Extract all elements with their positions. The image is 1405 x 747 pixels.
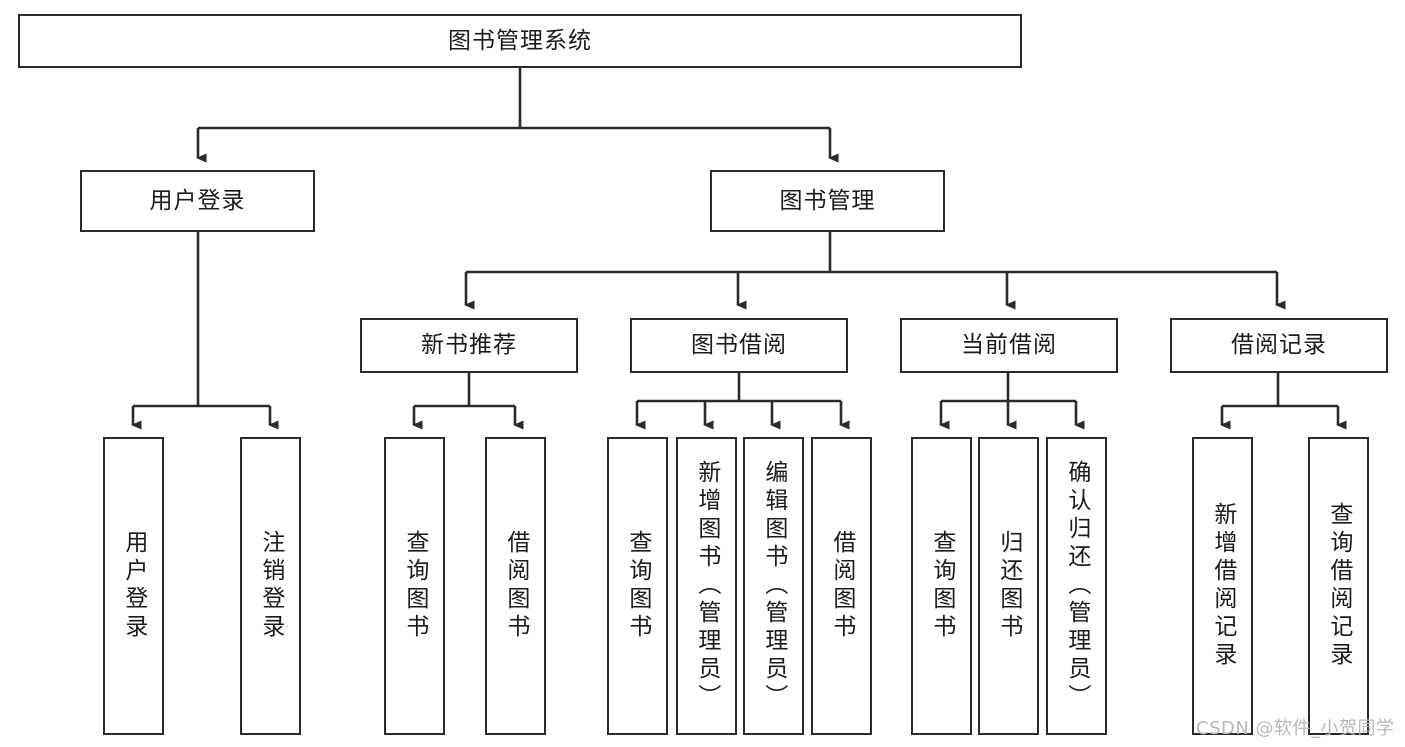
node-label: 当前借阅 — [961, 332, 1057, 359]
node-label: 借阅图书 — [502, 530, 529, 642]
leaf-edit-book-admin[interactable]: 编辑图书（管理员） — [743, 437, 804, 735]
leaf-borrow-book[interactable]: 借阅图书 — [811, 437, 872, 735]
node-label: 用户登录 — [149, 187, 246, 214]
node-label: 查询借阅记录 — [1325, 502, 1352, 670]
node-new-book-recommend[interactable]: 新书推荐 — [360, 318, 578, 373]
node-label: 用户登录 — [120, 530, 147, 642]
node-label: 新书推荐 — [421, 332, 517, 359]
leaf-query-book-rec[interactable]: 查询图书 — [384, 437, 445, 735]
leaf-query-book-borrow[interactable]: 查询图书 — [607, 437, 668, 735]
node-book-management[interactable]: 图书管理 — [710, 170, 945, 232]
node-current-borrow[interactable]: 当前借阅 — [900, 318, 1118, 373]
node-user-login[interactable]: 用户登录 — [80, 170, 315, 232]
leaf-borrow-book-rec[interactable]: 借阅图书 — [485, 437, 546, 735]
leaf-query-book-current[interactable]: 查询图书 — [911, 437, 972, 735]
leaf-return-book[interactable]: 归还图书 — [978, 437, 1039, 735]
leaf-logout[interactable]: 注销登录 — [240, 437, 301, 735]
node-label: 借阅图书 — [828, 530, 855, 642]
node-book-management-system[interactable]: 图书管理系统 — [18, 14, 1022, 68]
node-borrow-record[interactable]: 借阅记录 — [1170, 318, 1388, 373]
node-label: 图书管理 — [779, 187, 876, 214]
node-label: 编辑图书（管理员） — [760, 460, 787, 712]
node-label: 图书借阅 — [691, 332, 787, 359]
node-label: 借阅记录 — [1231, 332, 1327, 359]
node-label: 注销登录 — [257, 530, 284, 642]
node-book-borrow[interactable]: 图书借阅 — [630, 318, 848, 373]
node-label: 新增图书（管理员） — [693, 460, 720, 712]
leaf-add-book-admin[interactable]: 新增图书（管理员） — [676, 437, 737, 735]
node-label: 新增借阅记录 — [1209, 502, 1236, 670]
leaf-user-login[interactable]: 用户登录 — [103, 437, 164, 735]
node-label: 归还图书 — [995, 530, 1022, 642]
node-label: 查询图书 — [624, 530, 651, 642]
node-label: 查询图书 — [928, 530, 955, 642]
node-label: 确认归还（管理员） — [1063, 460, 1090, 712]
node-label: 图书管理系统 — [448, 27, 592, 54]
leaf-query-borrow-record[interactable]: 查询借阅记录 — [1308, 437, 1369, 735]
leaf-add-borrow-record[interactable]: 新增借阅记录 — [1192, 437, 1253, 735]
leaf-confirm-return-admin[interactable]: 确认归还（管理员） — [1046, 437, 1107, 735]
node-label: 查询图书 — [401, 530, 428, 642]
